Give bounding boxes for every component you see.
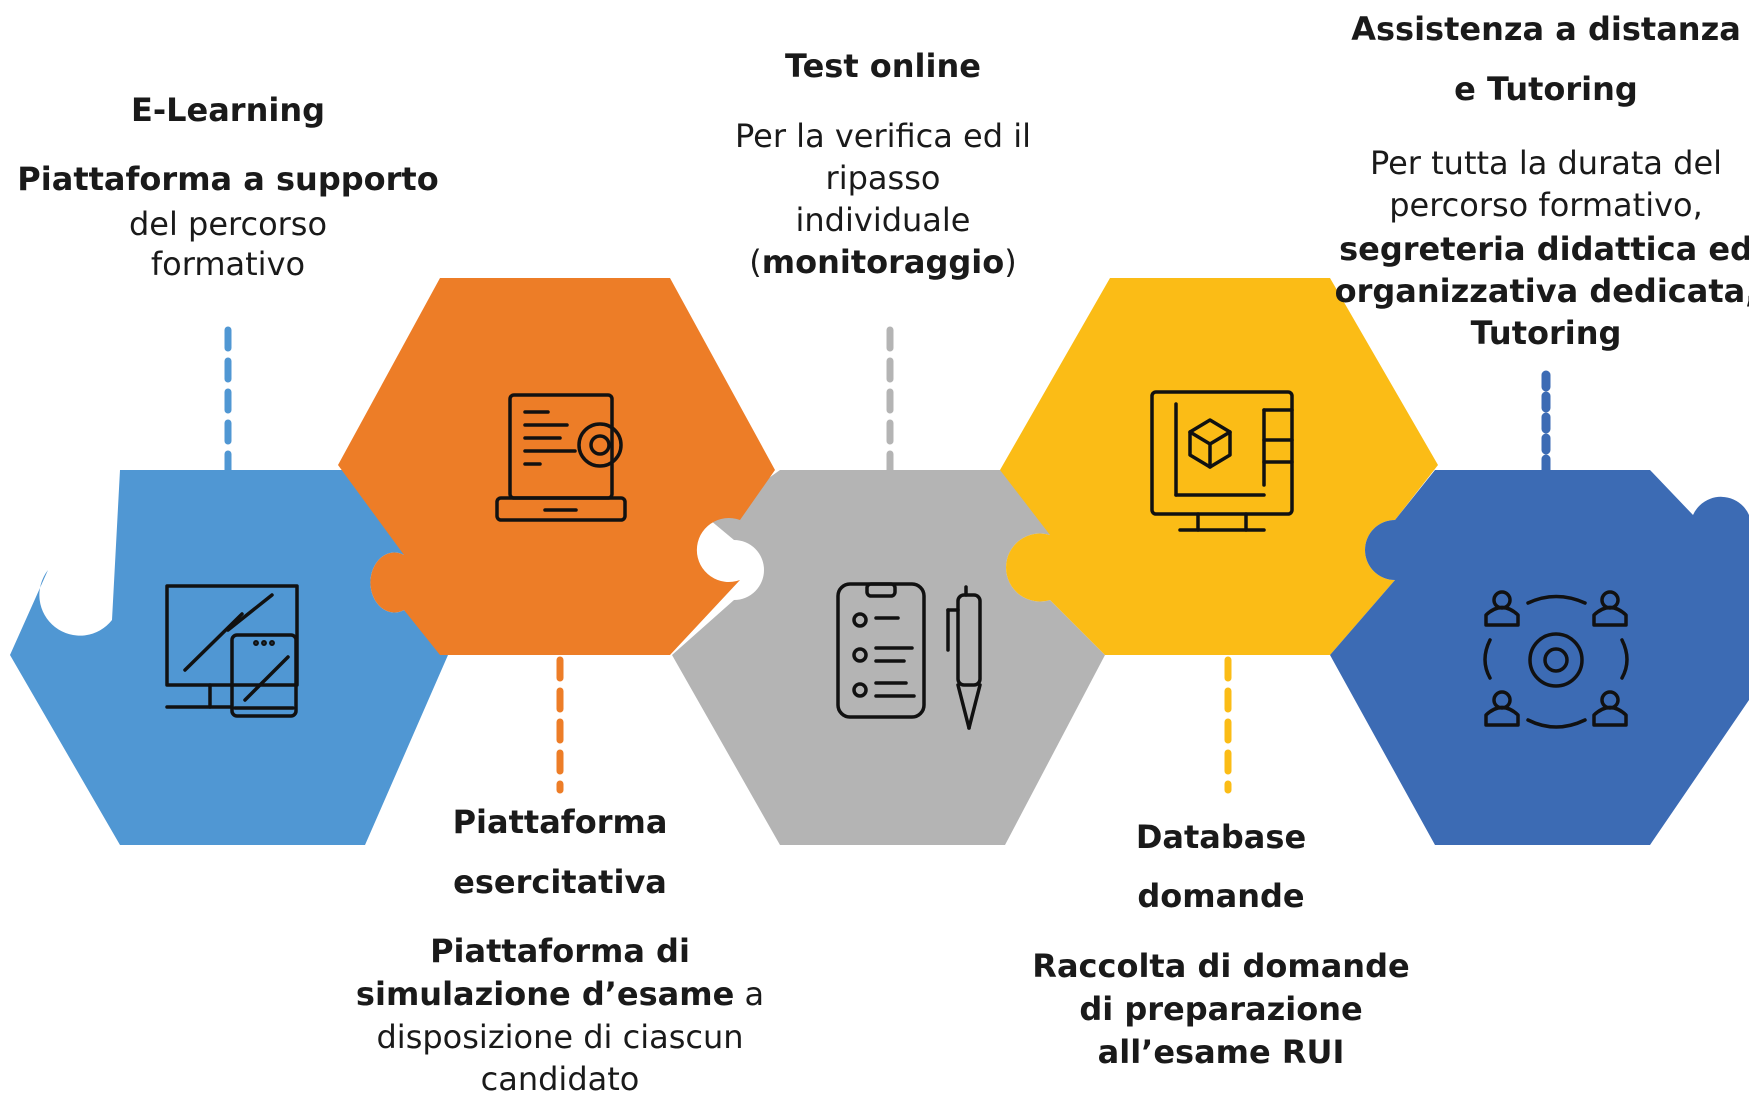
assistenza-desc-line4: organizzativa dedicata, bbox=[1335, 272, 1749, 310]
esercitativa-desc-line1: Piattaforma di bbox=[430, 932, 690, 970]
puzzle-piece-assistenza bbox=[1330, 470, 1749, 845]
test-desc-line4: (monitoraggio) bbox=[749, 243, 1016, 281]
esercitativa-title-line2: esercitativa bbox=[453, 863, 667, 901]
laptop-gear-icon bbox=[495, 393, 627, 522]
assistenza-desc-line3: segreteria didattica ed bbox=[1339, 230, 1749, 268]
puzzle-piece-esercitativa bbox=[338, 278, 775, 655]
esercitativa-desc-line2: simulazione d’esame a bbox=[356, 975, 764, 1013]
assistenza-title-line2: e Tutoring bbox=[1454, 70, 1638, 108]
database-title-line2: domande bbox=[1137, 877, 1304, 915]
puzzle-piece-database bbox=[1000, 278, 1438, 655]
clipboard-pen-icon bbox=[836, 582, 982, 730]
database-desc-line2: di preparazione bbox=[1079, 990, 1362, 1028]
puzzle-piece-elearning bbox=[10, 470, 448, 845]
esercitativa-desc-bold: simulazione d’esame bbox=[356, 975, 734, 1013]
puzzle-piece-test bbox=[672, 470, 1105, 845]
elearning-desc-bold: Piattaforma a supporto bbox=[17, 160, 438, 198]
assistenza-title-line1: Assistenza a distanza bbox=[1351, 10, 1741, 48]
monitor-cube-icon bbox=[1150, 390, 1294, 532]
test-desc-line2: ripasso bbox=[826, 159, 941, 197]
test-desc-line1: Per la verifica ed il bbox=[735, 117, 1031, 155]
database-desc-line3: all’esame RUI bbox=[1098, 1033, 1345, 1071]
esercitativa-desc-line3: disposizione di ciascun bbox=[376, 1018, 743, 1056]
database-desc-line1: Raccolta di domande bbox=[1032, 947, 1409, 985]
esercitativa-desc-a: a bbox=[734, 975, 764, 1013]
assistenza-desc-line1: Per tutta la durata del bbox=[1370, 144, 1722, 182]
database-title-line1: Database bbox=[1136, 818, 1306, 856]
esercitativa-title-line1: Piattaforma bbox=[453, 803, 668, 841]
assistenza-desc-line2: percorso formativo, bbox=[1389, 186, 1703, 224]
devices-icon bbox=[165, 584, 299, 718]
test-title: Test online bbox=[785, 47, 981, 85]
esercitativa-desc-line4: candidato bbox=[481, 1060, 640, 1098]
people-gear-cycle-icon bbox=[1483, 590, 1629, 729]
elearning-title: E-Learning bbox=[131, 91, 325, 129]
test-desc-open: ( bbox=[749, 243, 761, 281]
assistenza-desc-line5: Tutoring bbox=[1471, 314, 1622, 352]
test-desc-close: ) bbox=[1004, 243, 1016, 281]
test-desc-bold: monitoraggio bbox=[762, 243, 1005, 281]
test-desc-line3: individuale bbox=[796, 201, 971, 239]
